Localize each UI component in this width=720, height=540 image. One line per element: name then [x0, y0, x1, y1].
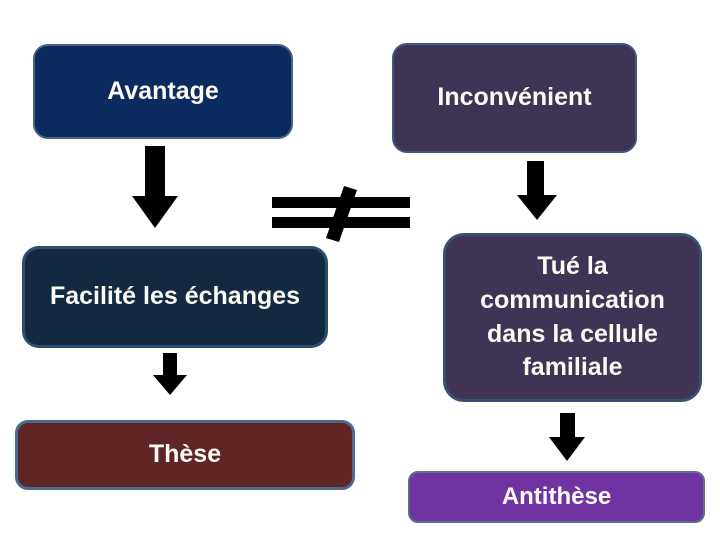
down-arrow-icon	[517, 161, 557, 220]
advantage-detail-label: Facilité les échanges	[49, 282, 301, 311]
antithesis-box: Antithèse	[408, 471, 705, 523]
antithesis-label: Antithèse	[501, 482, 612, 510]
advantage-detail-box: Facilité les échanges	[22, 246, 328, 348]
down-arrow-icon	[132, 146, 178, 228]
thesis-box: Thèse	[15, 420, 355, 490]
thesis-label: Thèse	[148, 440, 222, 469]
disadvantage-label: Inconvénient	[437, 83, 592, 112]
advantage-box: Avantage	[33, 44, 293, 139]
disadvantage-detail-label: Tué la communication dans la cellule fam…	[480, 252, 665, 382]
down-arrow-icon	[153, 353, 187, 395]
disadvantage-box: Inconvénient	[392, 43, 637, 153]
disadvantage-detail-box: Tué la communication dans la cellule fam…	[443, 233, 702, 402]
advantage-label: Avantage	[107, 76, 219, 105]
not-equal-icon	[272, 186, 410, 242]
down-arrow-icon	[549, 413, 585, 461]
